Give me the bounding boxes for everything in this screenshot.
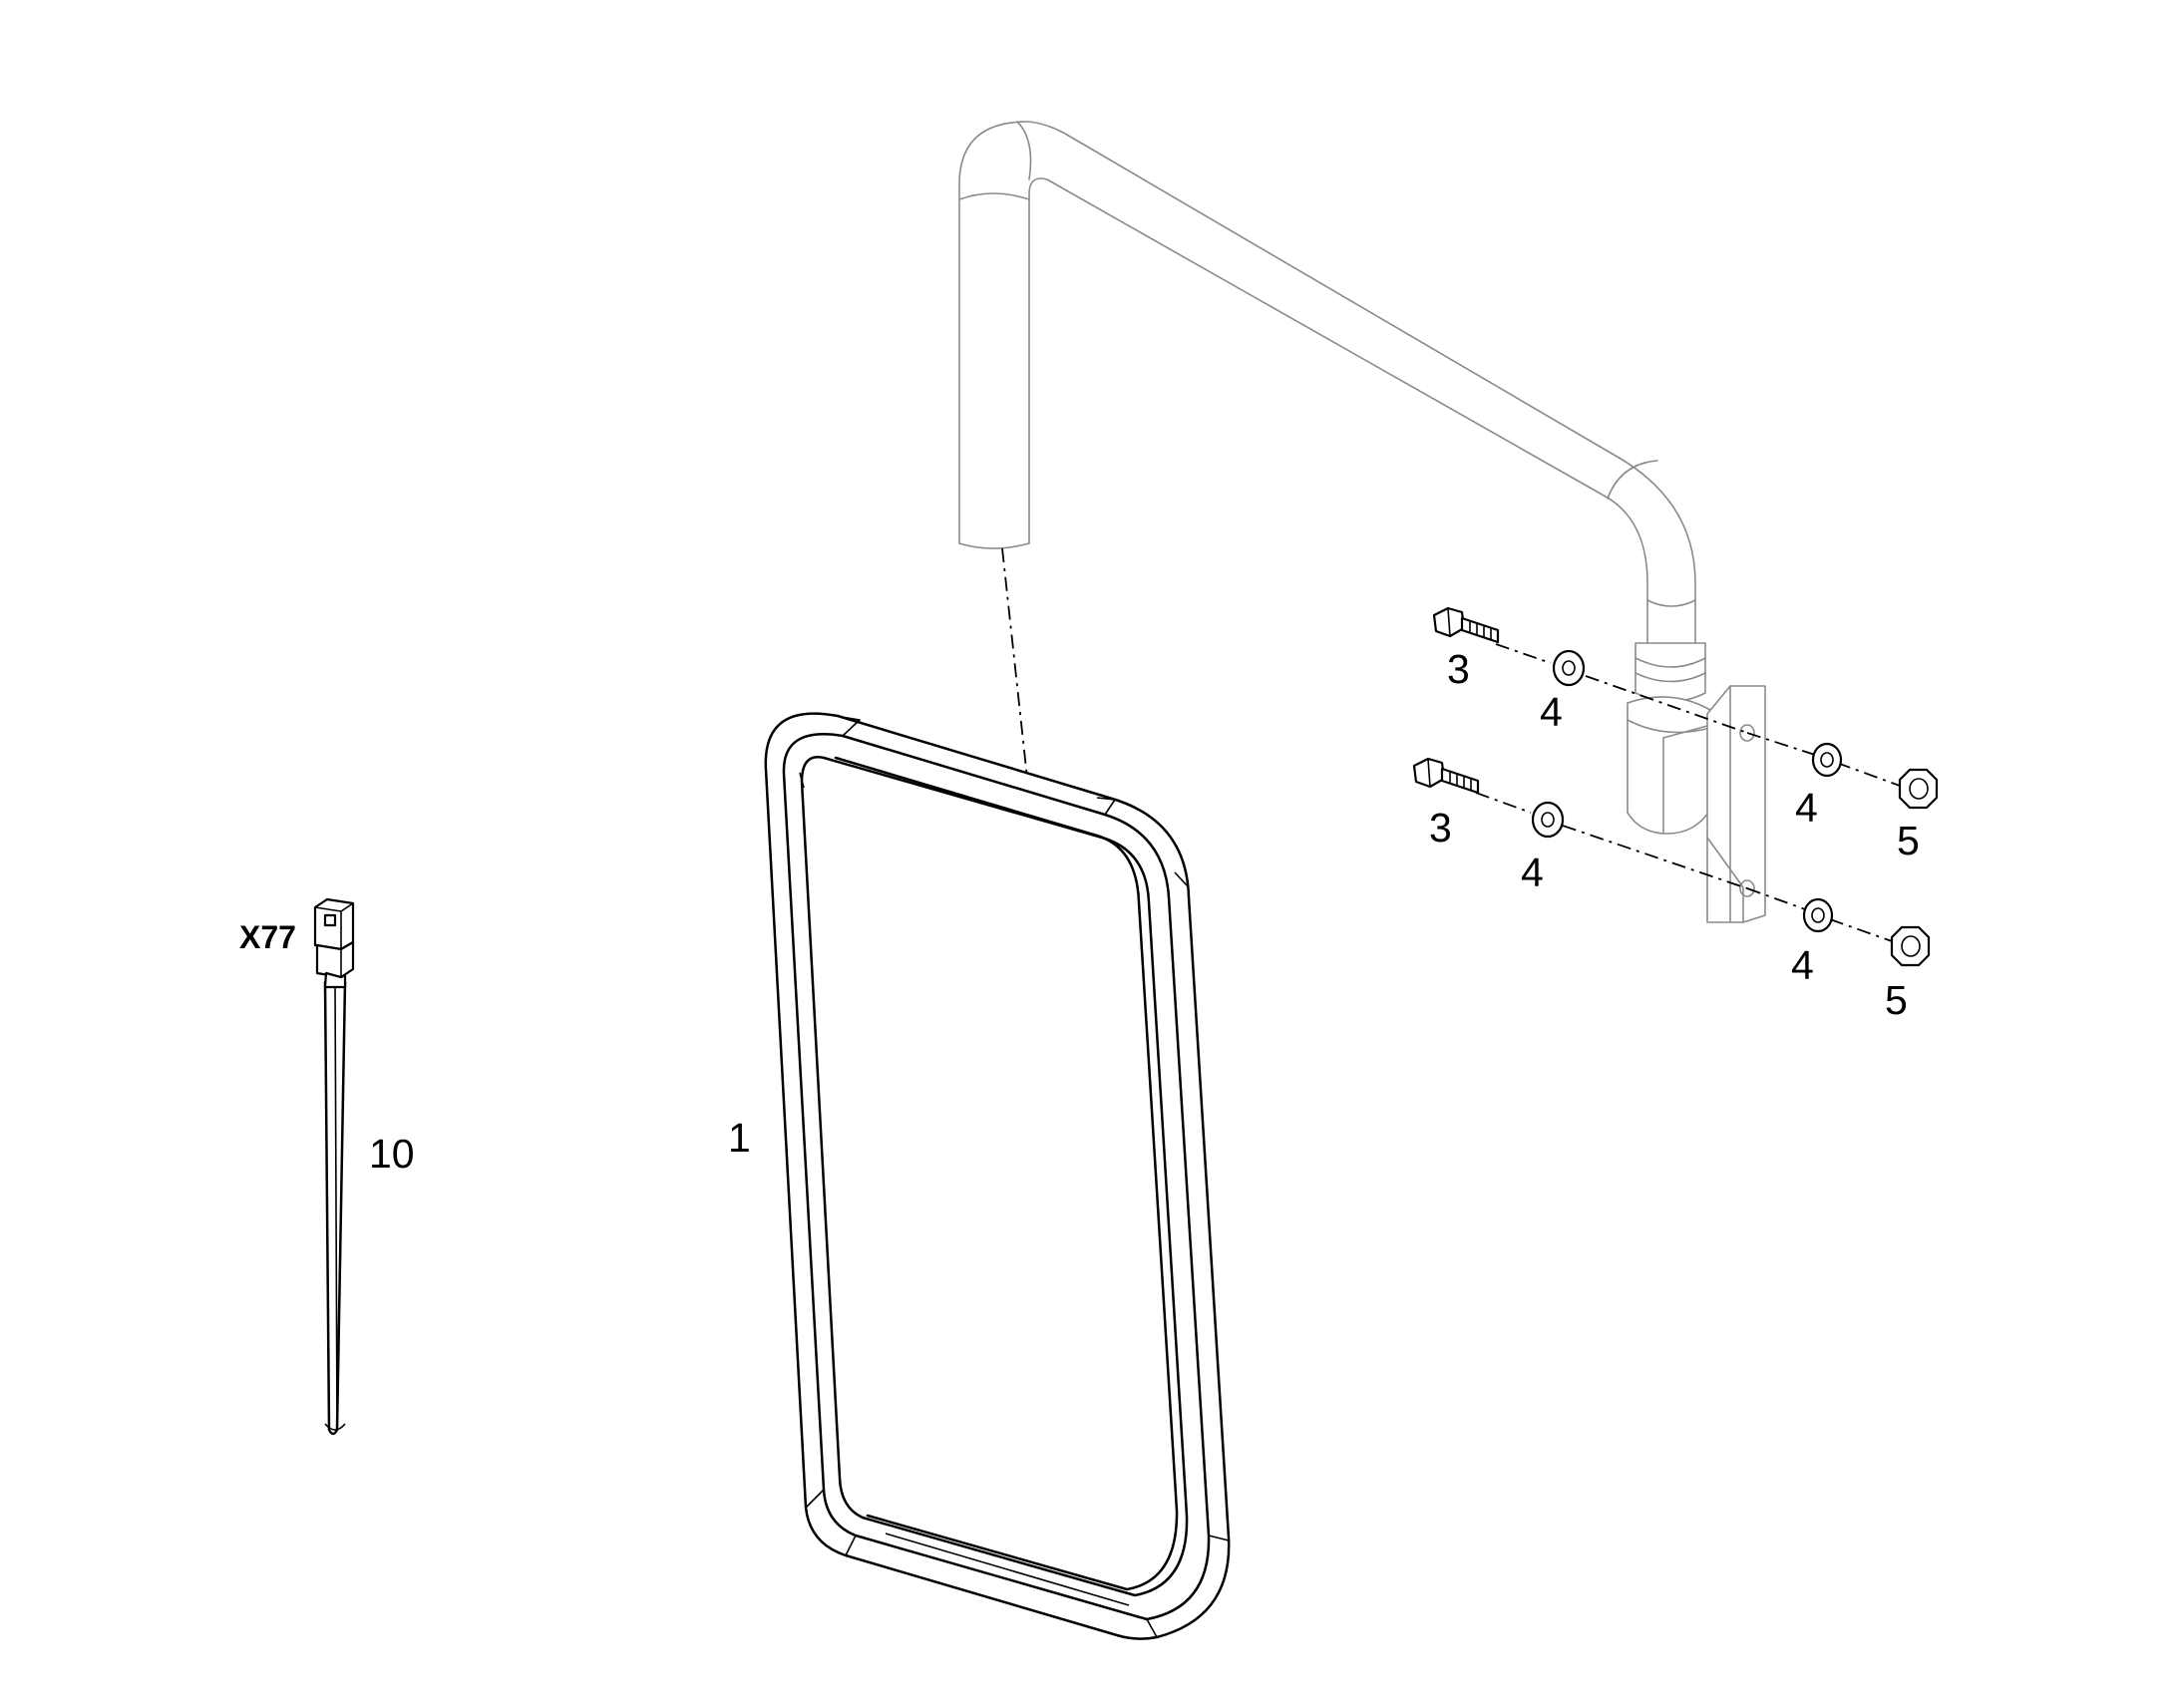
mirror-bracket-arm [958, 121, 1766, 923]
washer-upper-left [1552, 649, 1586, 687]
callout-nut-lower: 5 [1885, 977, 1908, 1023]
cable-harness [323, 980, 347, 1436]
callout-bolt-lower: 3 [1429, 805, 1452, 851]
callout-nut-upper: 5 [1897, 818, 1920, 863]
bolt-lower [1412, 757, 1480, 795]
callout-washer-lower-left: 4 [1521, 850, 1544, 895]
callout-washer-lower-right: 4 [1791, 942, 1814, 988]
bolt-upper [1432, 606, 1500, 644]
callout-connector: X77 [239, 919, 296, 955]
mirror-head [764, 712, 1231, 1640]
nut-lower [1890, 925, 1931, 967]
callout-cable: 10 [369, 1131, 415, 1177]
assembly-guide-lines [1001, 547, 1901, 943]
callout-mirror: 1 [728, 1115, 751, 1161]
connector-x77 [313, 897, 355, 989]
washer-lower-left [1531, 801, 1565, 839]
washer-lower-right [1802, 897, 1834, 933]
nut-upper [1898, 768, 1939, 810]
callout-washer-upper-right: 4 [1795, 785, 1818, 831]
callout-washer-upper-left: 4 [1540, 689, 1563, 735]
washer-upper-right [1811, 742, 1843, 778]
callout-bolt-upper: 3 [1447, 646, 1470, 692]
